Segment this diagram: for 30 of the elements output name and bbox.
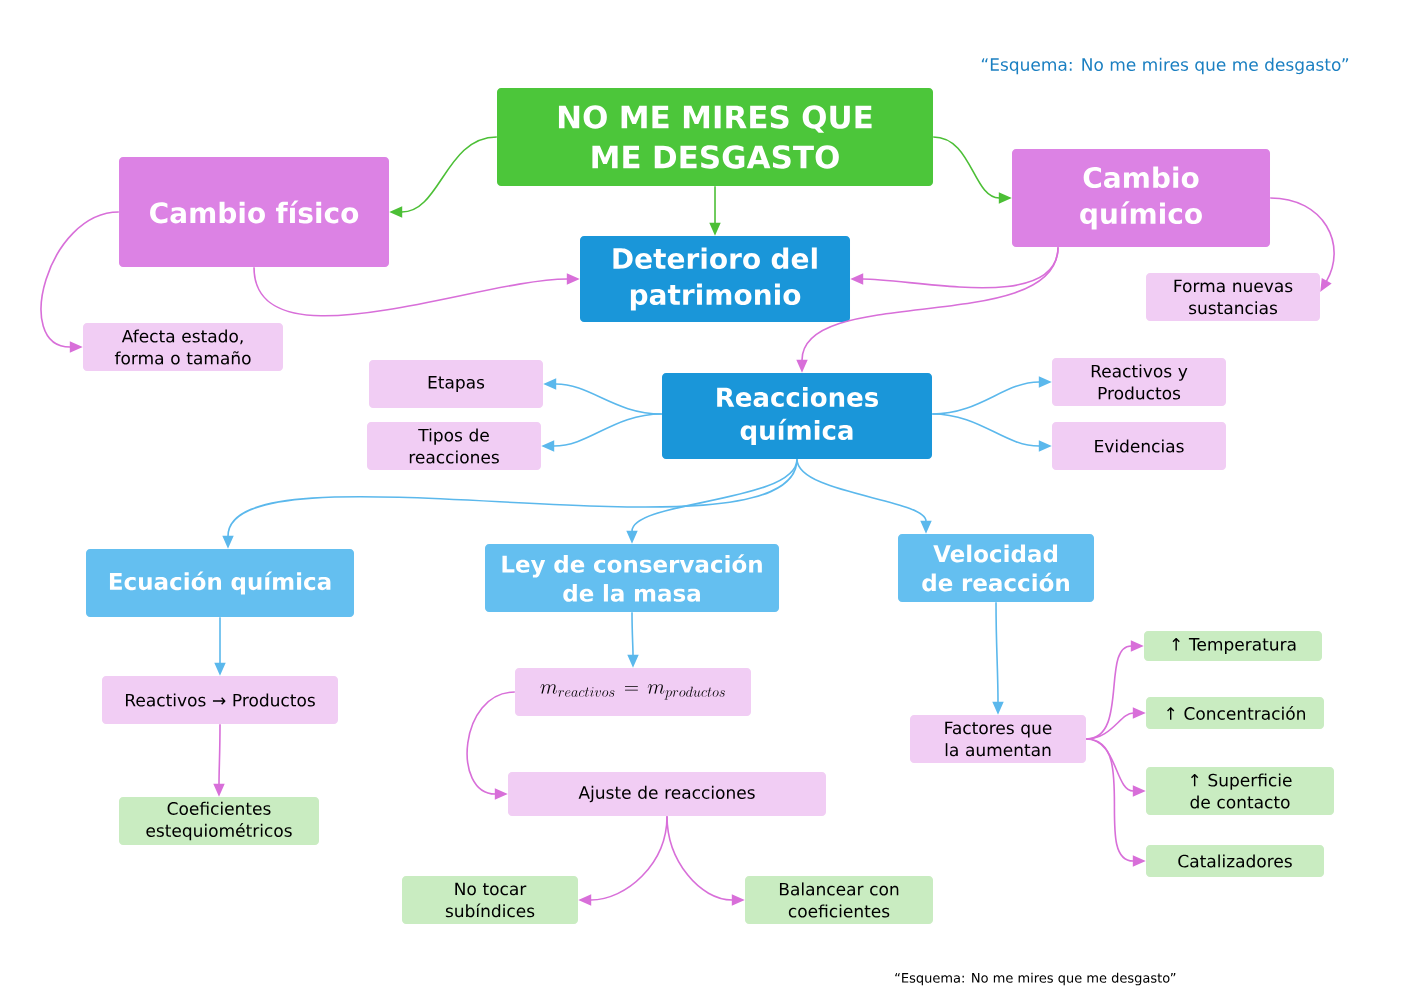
label-box: No tocar subíndices	[402, 876, 578, 924]
label-box: Reactivos → Productos	[102, 676, 338, 724]
label-box: Forma nuevas sustancias	[1146, 273, 1320, 321]
note-text: “Esquema: No me mires que me desgasto”	[981, 57, 1349, 75]
concept-box: Velocidad de reacción	[898, 534, 1094, 602]
label-box: Etapas	[369, 360, 543, 408]
concept-box: Deterioro del patrimonio	[580, 236, 850, 322]
arrow	[1269, 197, 1335, 292]
label-box: ↑ Concentración	[1146, 697, 1324, 729]
label-box: Afecta estado, forma o tamaño	[83, 323, 283, 371]
label-box: $m_{reactivos} = m_{productos}$	[515, 668, 751, 716]
label-box: Coeficientes estequiométricos	[119, 797, 319, 845]
label-box: Reactivos y Productos	[1052, 358, 1226, 406]
label-box: ↑ Superficie de contacto	[1146, 767, 1334, 815]
label-box: Balancear con coeficientes	[745, 876, 933, 924]
label-box: Ajuste de reacciones	[508, 772, 826, 816]
label-box: Evidencias	[1052, 422, 1226, 470]
concept-box: Cambio químico	[1012, 149, 1270, 247]
concept-box: Ley de conservación de la masa	[485, 544, 779, 612]
label-box: Tipos de reacciones	[367, 422, 541, 470]
arrow	[466, 691, 516, 800]
concept-box: Cambio físico	[119, 157, 389, 267]
label-box: Factores que la aumentan	[910, 715, 1086, 763]
concept-box: Reacciones química	[662, 373, 932, 459]
arrow	[40, 211, 120, 353]
label-box: ↑ Temperatura	[1144, 631, 1322, 661]
title-box: NO ME MIRES QUE ME DESGASTO	[497, 88, 933, 186]
concept-box: Ecuación química	[86, 549, 354, 617]
note-text: “Esquema: No me mires que me desgasto”	[895, 972, 1176, 986]
label-box: Catalizadores	[1146, 845, 1324, 877]
